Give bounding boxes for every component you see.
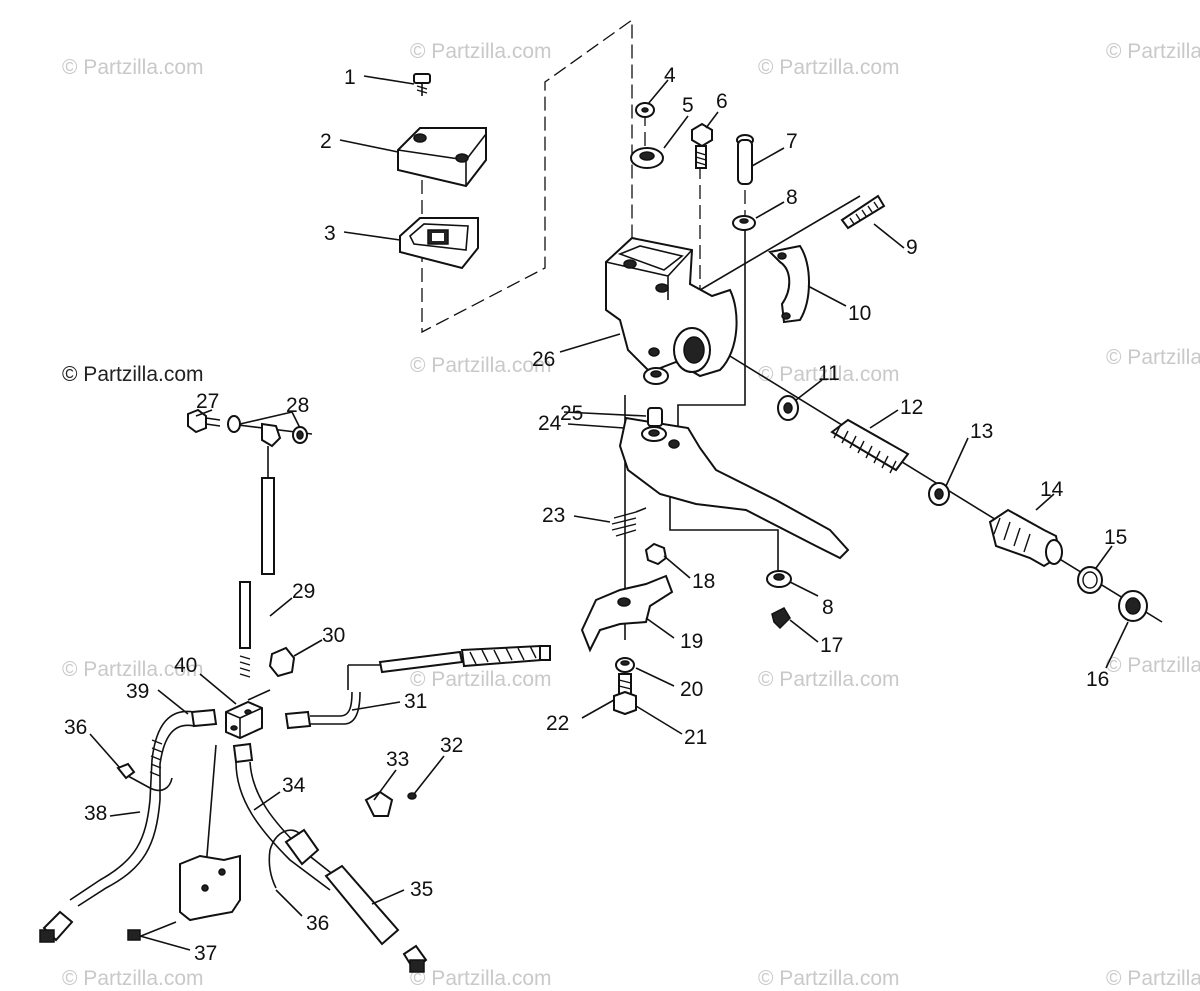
part-number-labels: 1 2 3 4 5 6 7 8 9 10 11 12 13 14 15 16 1… <box>64 64 1127 965</box>
watermark: © Partzilla.com <box>62 363 204 386</box>
watermark: © Partzilla.com <box>62 658 204 681</box>
watermark: © Partzilla.com <box>1106 40 1200 63</box>
screw-part <box>413 73 431 96</box>
bleeder-part <box>364 790 417 817</box>
part-label-20: 20 <box>680 678 703 701</box>
spring-part <box>830 418 910 474</box>
part-label-38: 38 <box>84 802 107 825</box>
part-label-5: 5 <box>682 94 694 117</box>
mounting-plate-part <box>127 854 241 941</box>
part-label-23: 23 <box>542 504 565 527</box>
nut-part <box>644 542 668 566</box>
part-label-24: 24 <box>538 412 562 435</box>
part-label-21: 21 <box>684 726 707 749</box>
fitting-part <box>268 646 296 678</box>
part-label-30: 30 <box>322 624 345 647</box>
watermark: © Partzilla.com <box>410 40 552 63</box>
bushing-part <box>647 407 663 427</box>
watermark: © Partzilla.com <box>410 668 552 691</box>
watermark: © Partzilla.com <box>758 668 900 691</box>
brake-hose-part <box>149 708 218 801</box>
part-label-36-lower: 36 <box>306 912 329 935</box>
parts <box>39 73 1148 973</box>
bolt-part <box>613 673 637 716</box>
part-label-4: 4 <box>664 64 676 87</box>
part-label-25: 25 <box>560 402 583 425</box>
hose-clamp-part <box>116 762 173 792</box>
banjo-bolt-part <box>187 408 221 434</box>
part-label-29: 29 <box>292 580 315 603</box>
part-label-33: 33 <box>386 748 409 771</box>
part-label-28: 28 <box>286 394 309 417</box>
brake-hose-part <box>232 742 428 973</box>
part-label-16: 16 <box>1086 668 1109 691</box>
part-label-26: 26 <box>532 348 555 371</box>
part-label-27: 27 <box>196 390 219 413</box>
watermark: © Partzilla.com <box>758 967 900 990</box>
part-label-6: 6 <box>716 90 728 113</box>
part-label-11: 11 <box>818 362 840 385</box>
part-label-19: 19 <box>680 630 703 653</box>
leader-lines <box>89 75 1129 951</box>
part-label-37: 37 <box>194 942 217 965</box>
piston-part <box>988 508 1063 568</box>
part-label-18: 18 <box>692 570 715 593</box>
watermark: © Partzilla.com <box>62 56 204 79</box>
part-label-10: 10 <box>848 302 871 325</box>
watermark: © Partzilla.com <box>1106 654 1200 677</box>
lever-spring-part <box>611 507 647 537</box>
part-label-1: 1 <box>344 66 356 89</box>
part-label-14: 14 <box>1040 478 1064 501</box>
watermark: © Partzilla.com <box>410 354 552 377</box>
screw-part <box>840 194 886 230</box>
brake-switch-bracket-part <box>580 574 674 653</box>
brake-hose-part <box>39 799 161 943</box>
watermark: © Partzilla.com <box>758 56 900 79</box>
master-cylinder-body-part <box>605 236 738 385</box>
part-label-39: 39 <box>126 680 149 703</box>
part-label-31: 31 <box>404 690 427 713</box>
diaphragm-part <box>399 217 479 270</box>
watermark: © Partzilla.com <box>1106 346 1200 369</box>
part-label-32: 32 <box>440 734 463 757</box>
reservoir-cover-part <box>397 127 487 188</box>
part-label-3: 3 <box>324 222 336 245</box>
watermark: © Partzilla.com <box>1106 967 1200 990</box>
part-label-7: 7 <box>786 130 798 153</box>
part-label-15: 15 <box>1104 526 1127 549</box>
pivot-pin-part <box>736 134 754 185</box>
e-clip-part <box>771 607 791 630</box>
part-label-36: 36 <box>64 716 87 739</box>
part-label-22: 22 <box>546 712 569 735</box>
part-label-34: 34 <box>282 774 306 797</box>
brake-line-part <box>284 644 551 730</box>
handlebar-clamp-part <box>767 244 810 324</box>
part-label-17: 17 <box>820 634 843 657</box>
watermark: © Partzilla.com <box>62 967 204 990</box>
part-label-9: 9 <box>906 236 918 259</box>
crush-washer-part <box>227 415 241 433</box>
part-label-13: 13 <box>970 420 993 443</box>
part-label-40: 40 <box>174 654 197 677</box>
part-label-8: 8 <box>786 186 798 209</box>
watermark: © Partzilla.com <box>758 363 900 386</box>
part-label-2: 2 <box>320 130 332 153</box>
part-label-8-lower: 8 <box>822 596 834 619</box>
junction-block-part <box>225 700 263 740</box>
brake-lever-part <box>618 416 850 560</box>
watermark: © Partzilla.com <box>410 967 552 990</box>
bolt-part <box>691 122 713 169</box>
brake-line-part <box>239 422 282 678</box>
part-label-35: 35 <box>410 878 433 901</box>
watermarks: © Partzilla.com © Partzilla.com © Partzi… <box>62 40 1200 990</box>
part-label-12: 12 <box>900 396 923 419</box>
